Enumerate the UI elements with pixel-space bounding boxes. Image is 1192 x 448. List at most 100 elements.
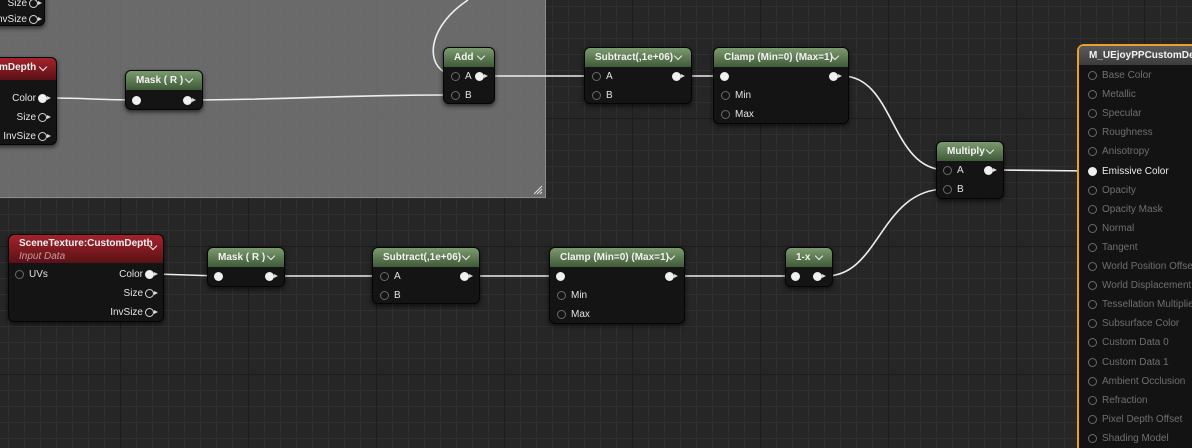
chevron-down-icon[interactable]	[987, 150, 994, 155]
input-pin[interactable]	[1088, 338, 1097, 348]
node-header[interactable]: Clamp (Min=0) (Max=1)	[714, 48, 848, 67]
output-pin[interactable]	[265, 272, 278, 281]
output-pin[interactable]	[984, 166, 997, 175]
chevron-down-icon[interactable]	[463, 256, 470, 261]
input-b-pin[interactable]	[592, 91, 601, 100]
size-output-pin[interactable]	[145, 289, 158, 298]
node-header[interactable]: M_UEjoyPPCustomDepth	[1079, 46, 1192, 65]
node-header[interactable]: SceneTexture:CustomDepth Input Data	[9, 235, 163, 263]
result-pin-row[interactable]: Tessellation Multiplier	[1079, 298, 1192, 312]
result-pin-row[interactable]: Anisotropy	[1079, 145, 1192, 159]
invsize-output-pin[interactable]	[38, 132, 51, 141]
max-pin[interactable]	[557, 310, 566, 319]
min-pin[interactable]	[557, 291, 566, 300]
input-pin[interactable]	[1088, 433, 1097, 443]
input-pin[interactable]	[1088, 395, 1097, 405]
invsize-output-pin[interactable]	[29, 15, 42, 24]
max-pin[interactable]	[721, 110, 730, 119]
result-pin-row[interactable]: Roughness	[1079, 126, 1192, 140]
output-pin[interactable]	[460, 272, 473, 281]
node-header[interactable]: Subtract(,1e+06)	[373, 248, 479, 267]
chevron-down-icon[interactable]	[675, 56, 682, 61]
uvs-pin[interactable]	[15, 270, 24, 279]
mask-node-bottom[interactable]: Mask ( R )	[207, 247, 285, 287]
input-b-pin[interactable]	[943, 185, 952, 194]
output-pin[interactable]	[813, 272, 826, 281]
input-pin[interactable]	[1088, 281, 1097, 291]
output-pin[interactable]	[672, 72, 685, 81]
result-pin-row[interactable]: Custom Data 1	[1079, 356, 1192, 370]
result-pin-row[interactable]: Ambient Occlusion	[1079, 375, 1192, 389]
output-pin[interactable]	[475, 72, 488, 81]
result-pin-row[interactable]: Normal	[1079, 222, 1192, 236]
subtract-node-top[interactable]: Subtract(,1e+06) A B	[584, 47, 692, 104]
input-pin[interactable]	[1088, 166, 1097, 176]
chevron-down-icon[interactable]	[832, 56, 839, 61]
input-pin[interactable]	[1088, 357, 1097, 367]
add-node[interactable]: Add A B	[443, 47, 495, 104]
multiply-node[interactable]: Multiply A B	[936, 141, 1004, 199]
input-pin[interactable]	[1088, 223, 1097, 233]
color-output-pin[interactable]	[38, 94, 51, 103]
mask-node-top[interactable]: Mask ( R )	[125, 70, 203, 110]
invsize-output-pin[interactable]	[145, 308, 158, 317]
input-pin[interactable]	[1088, 71, 1097, 80]
input-pin[interactable]	[791, 272, 800, 281]
color-output-pin[interactable]	[145, 270, 158, 279]
material-result-node[interactable]: M_UEjoyPPCustomDepth Base ColorMetallicS…	[1077, 44, 1192, 448]
scene-texture-node-partial[interactable]: mDepth Color Size InvSize	[0, 57, 57, 145]
input-a-pin[interactable]	[592, 72, 601, 81]
result-pin-row[interactable]: Specular	[1079, 107, 1192, 121]
result-pin-row[interactable]: Subsurface Color	[1079, 317, 1192, 331]
input-a-pin[interactable]	[451, 72, 460, 81]
result-pin-row[interactable]: Base Color	[1079, 69, 1192, 83]
min-pin[interactable]	[721, 91, 730, 100]
node-header[interactable]: Subtract(,1e+06)	[585, 48, 691, 67]
result-pin-row[interactable]: Shading Model	[1079, 432, 1192, 446]
chevron-down-icon[interactable]	[478, 56, 485, 61]
size-output-pin[interactable]	[38, 113, 51, 122]
input-b-pin[interactable]	[380, 291, 389, 300]
chevron-down-icon[interactable]	[816, 256, 823, 261]
result-pin-row[interactable]: World Displacement	[1079, 279, 1192, 293]
input-pin[interactable]	[132, 96, 141, 105]
node-header[interactable]: Multiply	[937, 142, 1003, 161]
input-pin[interactable]	[1088, 319, 1097, 329]
result-pin-row[interactable]: Opacity	[1079, 184, 1192, 198]
chevron-down-icon[interactable]	[268, 256, 275, 261]
node-header[interactable]: Add	[444, 48, 494, 67]
clamp-node-top[interactable]: Clamp (Min=0) (Max=1) Min Max	[713, 47, 849, 124]
scene-texture-node[interactable]: SceneTexture:CustomDepth Input Data UVs …	[8, 234, 164, 322]
input-pin[interactable]	[214, 272, 223, 281]
result-pin-row[interactable]: Custom Data 0	[1079, 336, 1192, 350]
input-pin[interactable]	[1088, 128, 1097, 138]
chevron-down-icon[interactable]	[40, 67, 47, 72]
input-b-pin[interactable]	[451, 91, 460, 100]
node-header[interactable]: Mask ( R )	[208, 248, 284, 267]
chevron-down-icon[interactable]	[150, 246, 157, 251]
node-header[interactable]: Mask ( R )	[126, 71, 202, 90]
one-minus-node[interactable]: 1-x	[785, 247, 833, 287]
input-pin[interactable]	[1088, 147, 1097, 157]
input-pin[interactable]	[720, 72, 729, 81]
clamp-node-bottom[interactable]: Clamp (Min=0) (Max=1) Min Max	[549, 247, 685, 324]
input-pin[interactable]	[1088, 262, 1097, 271]
input-pin[interactable]	[1088, 109, 1097, 119]
partial-node-top[interactable]: Size InvSize	[0, 0, 45, 26]
result-pin-row[interactable]: Emissive Color	[1079, 165, 1192, 179]
output-pin[interactable]	[183, 96, 196, 105]
input-pin[interactable]	[1088, 300, 1097, 310]
input-a-pin[interactable]	[380, 272, 389, 281]
subtract-node-bottom[interactable]: Subtract(,1e+06) A B	[372, 247, 480, 304]
input-pin[interactable]	[1088, 185, 1097, 195]
input-pin[interactable]	[556, 272, 565, 281]
output-pin[interactable]	[829, 72, 842, 81]
input-pin[interactable]	[1088, 204, 1097, 214]
input-pin[interactable]	[1088, 376, 1097, 386]
input-pin[interactable]	[1088, 242, 1097, 252]
chevron-down-icon[interactable]	[186, 79, 193, 84]
result-pin-row[interactable]: Refraction	[1079, 394, 1192, 408]
input-pin[interactable]	[1088, 90, 1097, 100]
node-header[interactable]: Clamp (Min=0) (Max=1)	[550, 248, 684, 267]
result-pin-row[interactable]: Pixel Depth Offset	[1079, 413, 1192, 427]
